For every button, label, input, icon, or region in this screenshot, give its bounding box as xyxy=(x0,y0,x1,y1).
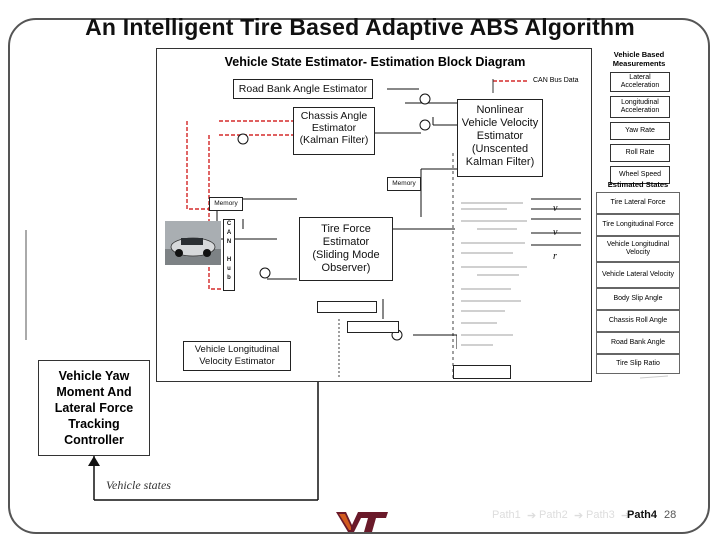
slide-title: An Intelligent Tire Based Adaptive ABS A… xyxy=(85,14,635,40)
can-hub-letter: N xyxy=(226,239,232,245)
measurements-panel: Vehicle Based Measurements Lateral Accel… xyxy=(596,50,682,376)
signal-box-inputs xyxy=(347,321,399,333)
measurement-item: Longitudinal Acceleration xyxy=(610,96,670,118)
svg-text:v: v xyxy=(553,203,558,214)
estimated-state-item: Tire Slip Ratio xyxy=(596,354,680,374)
measurements-title: Vehicle Based Measurements xyxy=(612,50,666,68)
can-hub-letter: A xyxy=(226,230,232,236)
diagram-title: Vehicle State Estimator- Estimation Bloc… xyxy=(224,55,526,69)
page-number: 28 xyxy=(664,509,677,521)
svg-text:v: v xyxy=(553,227,558,238)
memory-top-block: Memory xyxy=(387,177,421,191)
path2-link[interactable]: Path2 xyxy=(539,509,568,521)
path4-link[interactable]: Path4 xyxy=(627,509,657,521)
path3-link[interactable]: Path3 xyxy=(586,509,615,521)
measurement-item: Wheel Speed xyxy=(610,166,670,184)
road-bank-angle-estimator: Road Bank Angle Estimator xyxy=(233,79,373,99)
can-legend-label: CAN Bus Data xyxy=(533,77,579,84)
observer-equations-panel xyxy=(457,195,531,353)
can-hub-letter: u xyxy=(227,266,231,272)
estimation-block-diagram: Vehicle State Estimator- Estimation Bloc… xyxy=(156,48,592,382)
estimated-state-item: Body Slip Angle xyxy=(596,288,680,310)
can-hub-letter: H xyxy=(226,257,232,263)
slide-frame xyxy=(8,18,710,534)
estimated-state-item: Tire Longitudinal Force xyxy=(596,214,680,236)
signal-box-states xyxy=(453,365,511,379)
estimated-state-item: Vehicle Lateral Velocity xyxy=(596,262,680,288)
chassis-angle-estimator: Chassis Angle Estimator (Kalman Filter) xyxy=(293,107,375,155)
yaw-moment-controller: Vehicle Yaw Moment And Lateral Force Tra… xyxy=(38,360,150,456)
measurement-item: Lateral Acceleration xyxy=(610,72,670,92)
diagram-connectors: v v r xyxy=(186,79,581,379)
tire-force-estimator: Tire Force Estimator (Sliding Mode Obser… xyxy=(299,217,393,281)
estimated-state-item: Chassis Roll Angle xyxy=(596,310,680,332)
path1-link[interactable]: Path1 xyxy=(492,509,521,521)
nonlinear-velocity-estimator: Nonlinear Vehicle Velocity Estimator (Un… xyxy=(457,99,543,177)
estimated-state-item: Tire Lateral Force xyxy=(596,192,680,214)
estimated-states-title: Estimated States xyxy=(607,180,669,189)
signal-box-accel xyxy=(317,301,377,313)
estimated-state-item: Road Bank Angle xyxy=(596,332,680,354)
measurement-item: Roll Rate xyxy=(610,144,670,162)
arrow-icon: ➔ xyxy=(574,510,584,522)
vehicle-states-label: Vehicle states xyxy=(106,478,171,492)
svg-text:r: r xyxy=(553,251,557,262)
estimated-state-item: Vehicle Longitudinal Velocity xyxy=(596,236,680,262)
can-hub-letter: C xyxy=(226,221,232,227)
can-hub-letter: b xyxy=(227,275,231,281)
can-hub: C A N H u b xyxy=(223,219,235,291)
arrow-icon: ➔ xyxy=(621,510,631,522)
vt-logo xyxy=(336,512,388,532)
measurement-item: Yaw Rate xyxy=(610,122,670,140)
test-vehicle-image xyxy=(165,221,221,265)
arrow-icon: ➔ xyxy=(527,510,537,522)
memory-left-block: Memory xyxy=(209,197,243,211)
longitudinal-velocity-estimator: Vehicle Longitudinal Velocity Estimator xyxy=(183,341,291,371)
